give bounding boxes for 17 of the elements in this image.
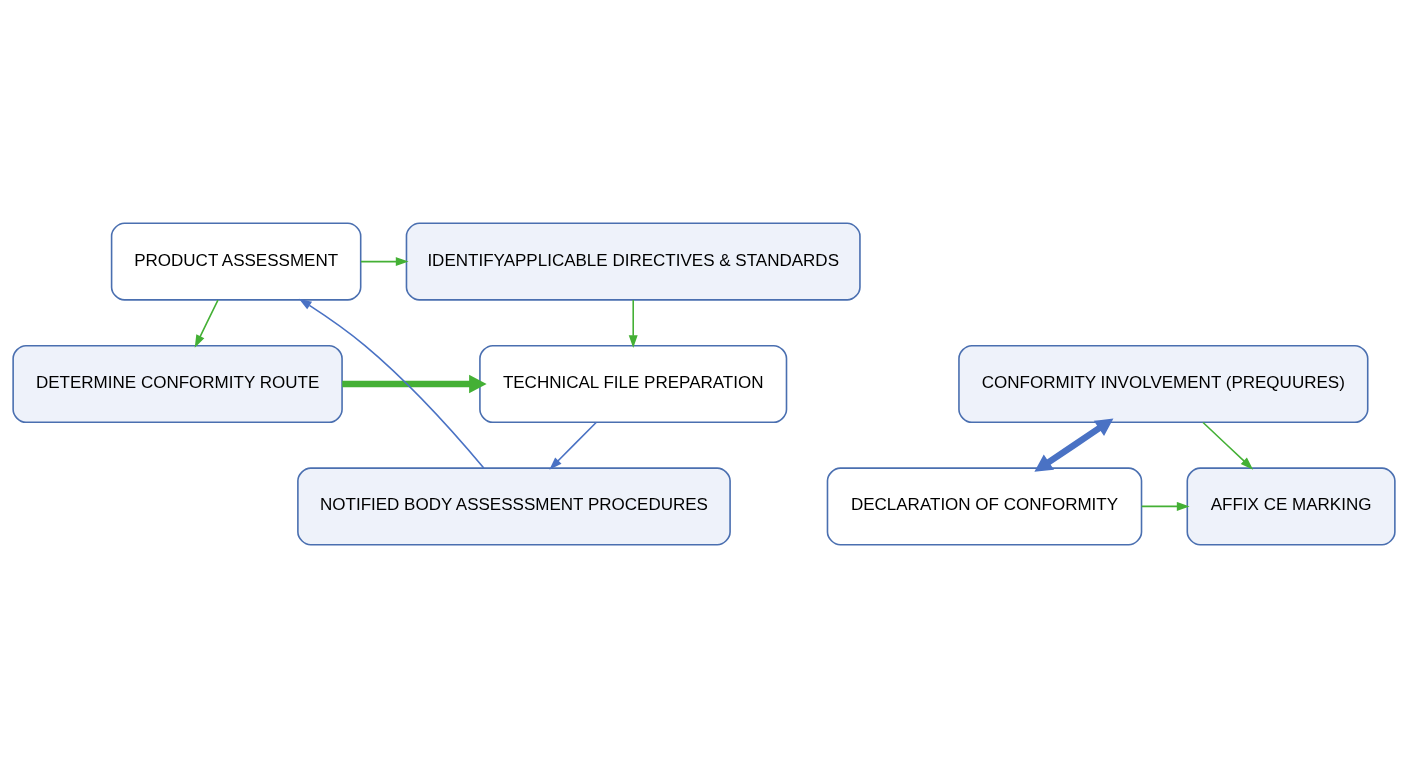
node-box: TECHNICAL FILE PREPARATION [479, 344, 788, 424]
node-box: DECLARATION OF CONFORMITY [826, 467, 1143, 546]
node-box: DETERMINE CONFORMITY ROUTE [12, 344, 343, 424]
arrow [194, 299, 219, 348]
arrow [628, 299, 638, 348]
arrow [1034, 418, 1114, 472]
arrow [1202, 421, 1254, 470]
node-box: CONFORMITY INVOLVEMENT (PREQUURES) [958, 344, 1369, 424]
node-box: PRODUCT ASSESSMENT [110, 222, 362, 301]
arrow [360, 257, 409, 267]
node-box: IDENTIFYAPPLICABLE DIRECTIVES & STANDARDS [405, 222, 861, 301]
arrow [549, 421, 597, 470]
arrow [342, 374, 487, 394]
arrow [1140, 501, 1190, 511]
node-box: NOTIFIED BODY ASSESSSMENT PROCEDURES [297, 467, 731, 546]
arrow [298, 298, 485, 469]
node-box: AFFIX CE MARKING [1186, 467, 1396, 546]
